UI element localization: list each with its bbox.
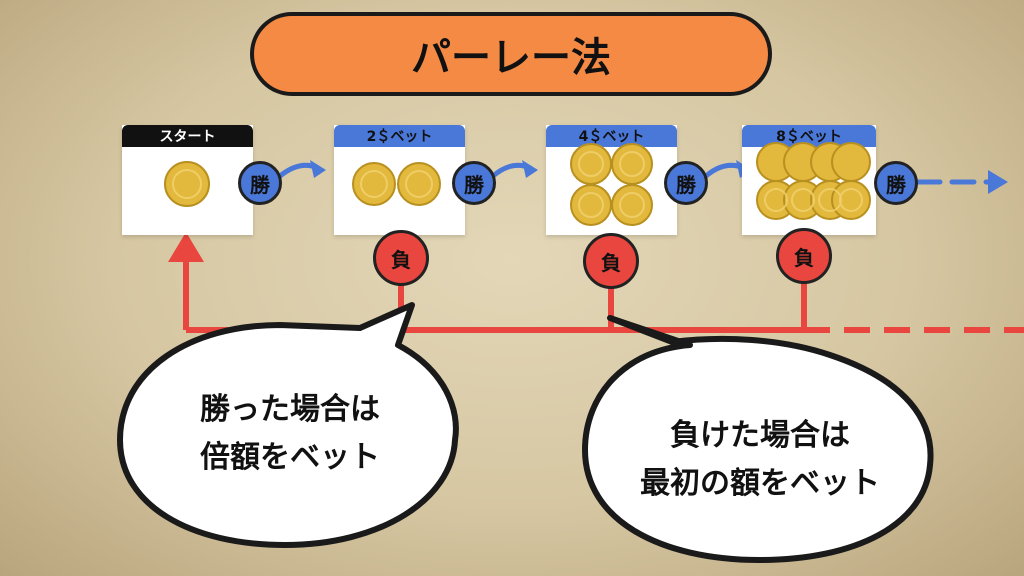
bet-card-2: 2＄ベット [334, 125, 465, 235]
bet-card-4: 4＄ベット [546, 125, 677, 235]
card-label: 4＄ベット [546, 125, 677, 147]
bet-card-start: スタート [122, 125, 253, 235]
win-badge: 勝 [664, 161, 708, 205]
bet-card-8: 8＄ベット [742, 125, 876, 235]
win-badge: 勝 [874, 161, 918, 205]
return-arrow-head [168, 232, 204, 262]
card-label: 8＄ベット [742, 125, 876, 147]
lose-badge: 負 [776, 228, 832, 284]
lose-badge: 負 [583, 233, 639, 289]
page-title: パーレー法 [250, 12, 772, 96]
win-badge: 勝 [452, 161, 496, 205]
bubble-left-line2: 倍額をベット [200, 440, 380, 475]
card-label: スタート [122, 125, 253, 147]
card-label: 2＄ベット [334, 125, 465, 147]
bubble-right-line2: 最初の額をベット [640, 466, 880, 501]
bubble-right-line1: 負けた場合は [670, 418, 850, 453]
speech-bubble-left [117, 302, 459, 548]
speech-bubble-right [582, 315, 934, 563]
bubble-left-line1: 勝った場合は [200, 392, 380, 427]
lose-badge: 負 [373, 230, 429, 286]
bubble-text-right: 負けた場合は 最初の額をベット [600, 412, 920, 508]
bubble-text-left: 勝った場合は 倍額をベット [140, 386, 440, 482]
win-badge: 勝 [238, 161, 282, 205]
